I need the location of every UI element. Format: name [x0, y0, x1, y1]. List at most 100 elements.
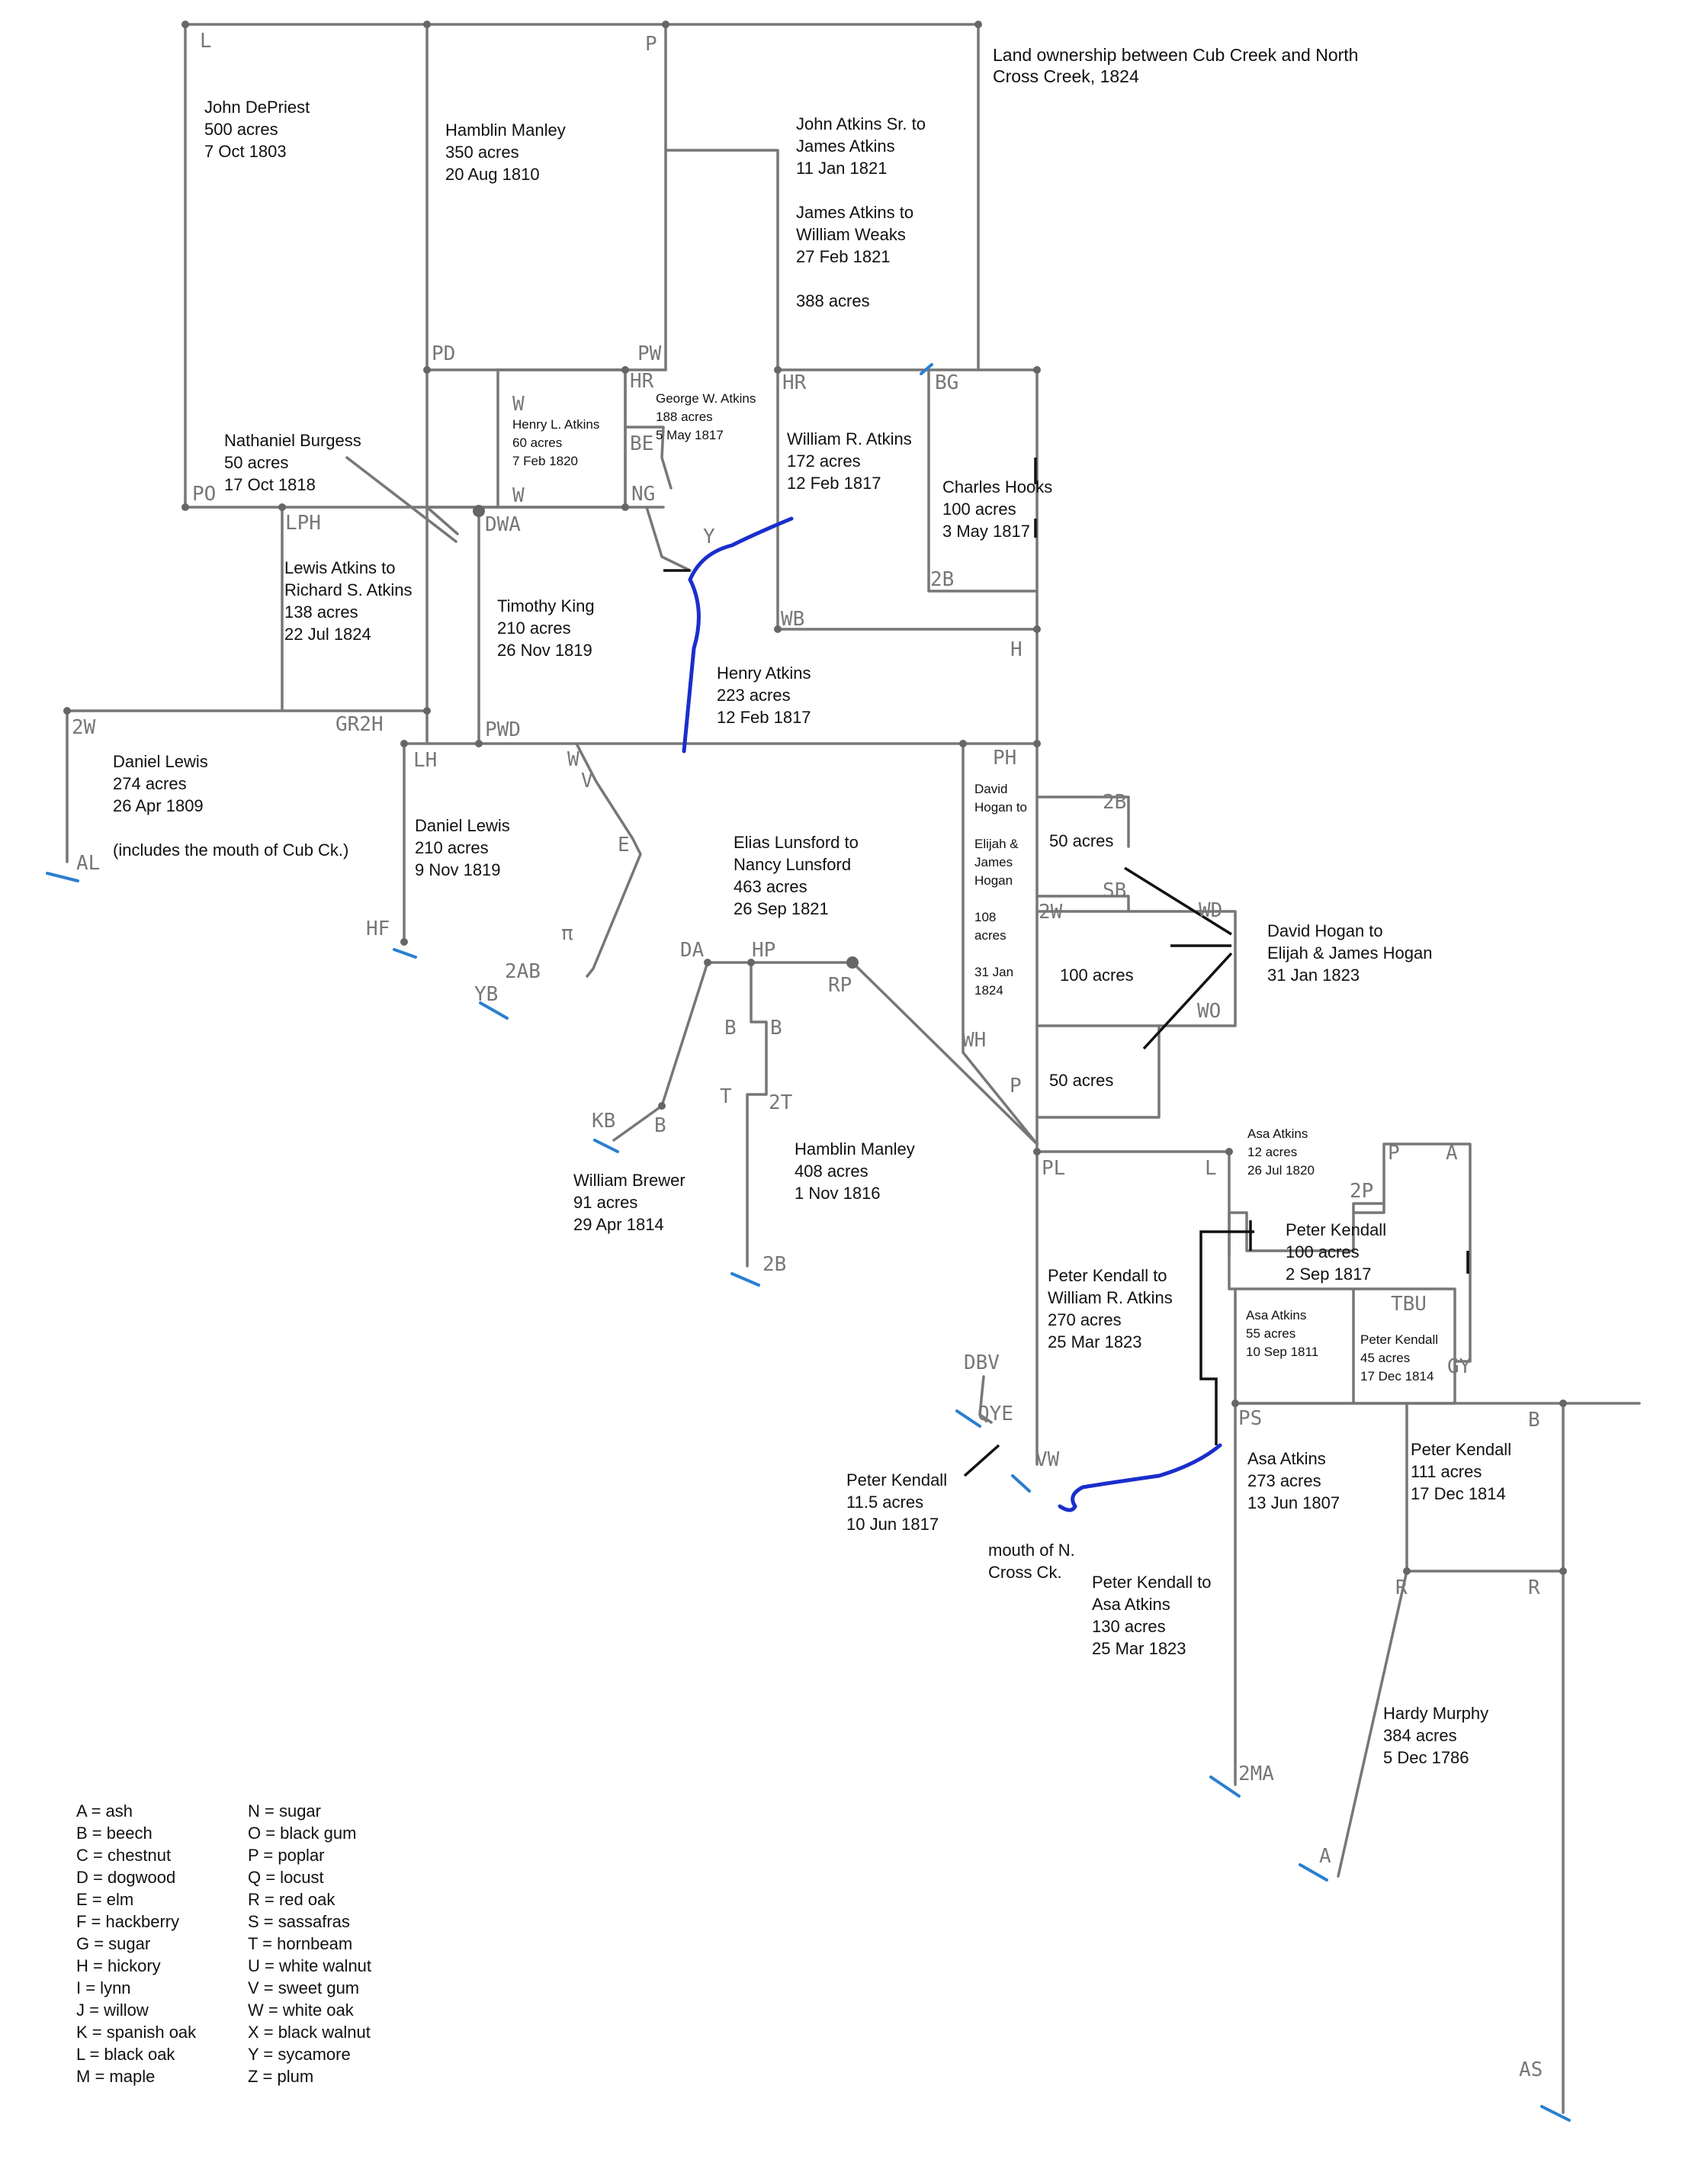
parcel-label: 100 acres: [1060, 966, 1134, 985]
legend-entry: X = black walnut: [248, 2023, 371, 2042]
legend-entry: G = sugar: [76, 1934, 150, 1953]
parcel-label-line: 270 acres: [1048, 1310, 1122, 1329]
parcel-label-line: 223 acres: [717, 686, 791, 705]
map-title-line-1: Land ownership between Cub Creek and Nor…: [993, 45, 1358, 65]
parcel-label-line: 210 acres: [497, 619, 571, 638]
corner-mark: DA: [680, 939, 705, 962]
parcel-label-line: James: [974, 855, 1013, 869]
corner-mark: WB: [781, 608, 804, 631]
parcel-label-line: 100 acres: [942, 500, 1016, 519]
parcel-label-line: David Hogan to: [1267, 921, 1383, 940]
north-cross-creek: [1058, 1443, 1222, 1512]
parcel-label-line: Hamblin Manley: [795, 1139, 915, 1159]
corner-mark: 2B: [1103, 791, 1126, 814]
parcel-label-line: 388 acres: [796, 291, 870, 310]
corner-mark: A: [1446, 1142, 1458, 1165]
parcel-label-line: Daniel Lewis: [415, 816, 510, 835]
parcel-label-line: Asa Atkins: [1092, 1595, 1170, 1614]
corner-mark: E: [618, 834, 630, 856]
corner-mark: GR2H: [336, 713, 384, 736]
parcel-label-line: Timothy King: [497, 596, 595, 615]
parcel-label-line: 17 Dec 1814: [1360, 1369, 1434, 1383]
legend-entry: Z = plum: [248, 2067, 313, 2086]
corner-mark: HR: [630, 370, 654, 393]
parcel-label-line: acres: [974, 928, 1006, 943]
cub-creek: [682, 516, 794, 754]
parcel-label-line: Nancy Lunsford: [734, 855, 851, 874]
parcel-label-line: 273 acres: [1247, 1471, 1321, 1490]
corner-mark: PD: [432, 342, 455, 365]
parcel-label-line: 210 acres: [415, 838, 489, 857]
corner-mark: 2B: [762, 1253, 786, 1276]
corner-mark: π: [561, 922, 573, 945]
corner-mark: B: [1528, 1409, 1540, 1432]
legend-entry: P = poplar: [248, 1846, 325, 1865]
corner-mark: WO: [1197, 1000, 1221, 1023]
parcel-label-line: Nathaniel Burgess: [224, 431, 361, 450]
parcel-label-line: Peter Kendall: [1411, 1440, 1511, 1459]
corner-mark: BG: [935, 371, 958, 394]
parcel-label-line: 12 acres: [1247, 1145, 1297, 1159]
corner-mark: 2W: [72, 716, 96, 739]
parcel-label: 50 acres: [1049, 1071, 1113, 1090]
parcel-label-line: 108: [974, 910, 996, 924]
parcel-label-line: Charles Hooks: [942, 477, 1052, 497]
parcel-label-line: 12 Feb 1817: [787, 474, 881, 493]
parcel-label-line: 12 Feb 1817: [717, 708, 811, 727]
parcel-label-line: 10 Sep 1811: [1246, 1345, 1318, 1359]
parcel-label-line: (includes the mouth of Cub Ck.): [113, 840, 348, 860]
parcel-label-line: Asa Atkins: [1246, 1308, 1306, 1322]
corner-mark: PS: [1238, 1407, 1262, 1430]
parcel-label-line: 26 Sep 1821: [734, 899, 829, 918]
parcel-label-line: Elijah & James Hogan: [1267, 943, 1432, 962]
legend-entry: D = dogwood: [76, 1868, 175, 1887]
parcel-label-line: 26 Apr 1809: [113, 796, 204, 815]
legend-entry: K = spanish oak: [76, 2023, 197, 2042]
legend-entry: B = beech: [76, 1824, 152, 1843]
corner-mark: W: [512, 484, 525, 507]
legend-entry: S = sassafras: [248, 1912, 350, 1931]
parcel-label-line: Peter Kendall to: [1048, 1266, 1167, 1285]
parcel-label-line: Peter Kendall: [846, 1470, 947, 1490]
parcel-label-line: 350 acres: [445, 143, 519, 162]
corner-mark: PO: [192, 483, 216, 506]
legend-entry: M = maple: [76, 2067, 155, 2086]
corner-marks: L P PD PW HR W BE NG W Y PO LPH DWA HR B…: [72, 30, 1543, 2081]
corner-mark: W: [512, 393, 525, 416]
corner-mark: 2W: [1039, 901, 1063, 924]
corner-mark: T: [720, 1085, 732, 1108]
legend-entry: A = ash: [76, 1801, 133, 1821]
corner-mark: 2B: [930, 568, 954, 591]
corner-mark: GY: [1447, 1355, 1472, 1378]
parcel-label-line: 22 Jul 1824: [284, 625, 371, 644]
corner-mark: B: [654, 1114, 666, 1137]
parcel-label-line: 20 Aug 1810: [445, 165, 540, 184]
parcel-label-line: Peter Kendall to: [1092, 1573, 1212, 1592]
parcel-label-line: James Atkins to: [796, 203, 913, 222]
parcel-label-line: George W. Atkins: [656, 391, 756, 406]
parcel-label-line: Peter Kendall: [1360, 1332, 1438, 1347]
legend-entry: J = willow: [76, 2000, 149, 2020]
parcel-label-line: 138 acres: [284, 603, 358, 622]
corner-mark: P: [645, 33, 657, 56]
parcel-label-line: 50 acres: [1049, 1071, 1113, 1090]
parcel-label-line: Hogan: [974, 873, 1013, 888]
legend-entry: R = red oak: [248, 1890, 336, 1909]
parcel-label-line: 7 Oct 1803: [204, 142, 287, 161]
corner-dots: [63, 21, 1567, 1575]
parcel-label-line: 188 acres: [656, 410, 713, 424]
corner-mark: 2MA: [1238, 1763, 1274, 1785]
parcel-label-line: 100 acres: [1286, 1242, 1360, 1261]
